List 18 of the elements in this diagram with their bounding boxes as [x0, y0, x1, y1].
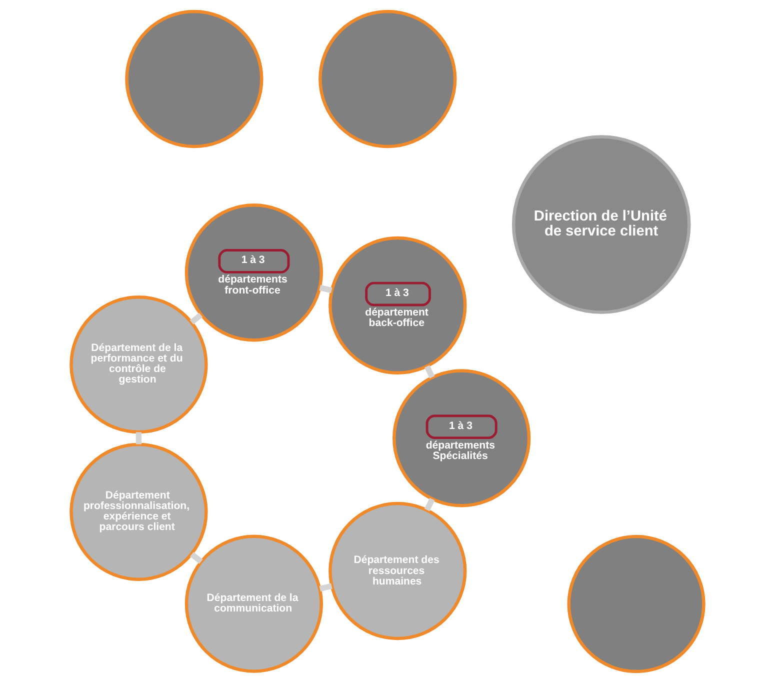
node-circle	[318, 10, 456, 148]
connector	[190, 552, 202, 564]
connector	[424, 365, 434, 378]
connector	[424, 498, 434, 512]
node-circle: Département de la performance et du contrôle de gestion	[69, 295, 208, 434]
node-circle: 1 à 3 départements front-office	[184, 204, 323, 342]
node-circle: Direction de l’Unité de service client	[511, 135, 690, 314]
node-circle: Département de la communication	[184, 534, 323, 673]
connector	[135, 432, 142, 444]
node-circle	[124, 10, 263, 148]
node-circle: Département des ressources humaines	[328, 502, 466, 640]
node-circle: Département professionnalisation, expérience et parcours client	[69, 442, 208, 581]
connector	[318, 583, 332, 592]
connector	[189, 312, 202, 325]
node-circle: 1 à 3 département back-office	[328, 236, 466, 374]
node-circle	[566, 534, 705, 674]
node-circle: 1 à 3 départements Spécialités	[392, 369, 530, 508]
connector	[318, 284, 332, 294]
